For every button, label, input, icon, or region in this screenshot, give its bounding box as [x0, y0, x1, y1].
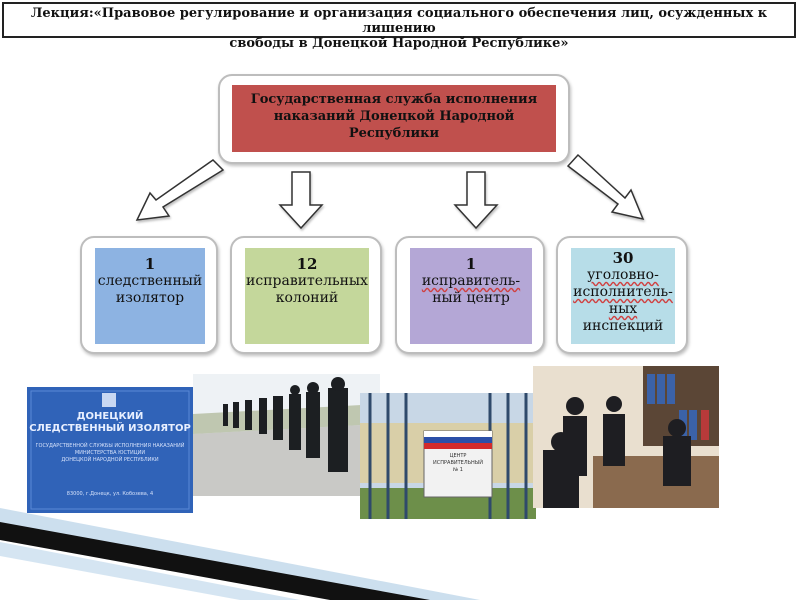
node-correctional-center: 1 исправитель- ный центр: [410, 248, 532, 344]
node-3-number: 1: [465, 255, 477, 273]
node-2-label-line2: колоний: [275, 290, 339, 306]
fence-sign-line1: ЦЕНТР: [449, 453, 467, 459]
arrow-to-node-4: [566, 153, 645, 221]
sign-emblem-layer: [27, 387, 193, 513]
photo-inspection-office: [533, 366, 719, 508]
node-3-label-line1: исправитель-: [421, 273, 521, 289]
node-criminal-inspections: 30 уголовно- исполнитель- ных инспекций: [571, 248, 675, 344]
node-3-label-line2: ный центр: [432, 290, 510, 306]
node-2-frame: 12 исправительных колоний: [230, 236, 382, 354]
fence-illustration: [360, 393, 536, 519]
fence-sign-line2: ИСПРАВИТЕЛЬНЫЙ: [433, 460, 483, 466]
sign-sub1: ГОСУДАРСТВЕННОЙ СЛУЖБЫ ИСПОЛНЕНИЯ НАКАЗА…: [35, 443, 185, 449]
node-4-frame: 30 уголовно- исполнитель- ных инспекций: [556, 236, 688, 354]
sign-heading1: ДОНЕЦКИЙ: [76, 411, 144, 422]
arrow-to-node-2: [278, 171, 324, 230]
node-2-label-line1: исправительных: [246, 273, 368, 289]
arrow-to-node-1: [135, 159, 225, 221]
node-1-label-line1: следственный: [97, 273, 203, 289]
lecture-title: Лекция:«Правовое регулирование и организ…: [2, 2, 796, 51]
top-node-line1: Государственная служба исполнения: [250, 92, 538, 107]
node-detention-center: 1 следственный изолятор: [95, 248, 205, 344]
lecture-title-line2: свободы в Донецкой Народной Республике»: [229, 36, 569, 51]
fence-sign-line3: № 1: [453, 467, 463, 473]
node-1-label-line2: изолятор: [115, 290, 185, 306]
office-illustration: [533, 366, 719, 508]
node-2-number: 12: [296, 255, 318, 273]
arrow-to-node-3: [453, 171, 499, 230]
node-4-label-line1: уголовно-: [587, 267, 659, 283]
node-3-frame: 1 исправитель- ный центр: [395, 236, 545, 354]
sign-address: 83000, г.Донецк, ул. Кобозева, 4: [66, 491, 154, 497]
emblem-icon: [102, 393, 116, 407]
node-4-label-line2: исполнитель-: [573, 284, 673, 300]
top-node: Государственная служба исполнения наказа…: [232, 85, 556, 152]
photo-correctional-center-fence: ЦЕНТР ИСПРАВИТЕЛЬНЫЙ № 1: [360, 393, 536, 519]
sign-sub2: МИНИСТЕРСТВА ЮСТИЦИИ: [74, 450, 146, 456]
decorative-stripes: [0, 508, 480, 600]
guards-illustration: [193, 374, 380, 496]
sign-heading2: СЛЕДСТВЕННЫЙ ИЗОЛЯТОР: [29, 423, 191, 434]
sign-sub3: ДОНЕЦКОЙ НАРОДНОЙ РЕСПУБЛИКИ: [61, 457, 159, 463]
top-node-line3: Республики: [348, 126, 440, 141]
node-correctional-colonies: 12 исправительных колоний: [245, 248, 369, 344]
node-4-number: 30: [612, 249, 634, 267]
node-4-label-line3: ных: [608, 301, 638, 317]
photo-guards-marching: [193, 374, 380, 496]
node-1-number: 1: [144, 255, 156, 273]
lecture-title-line1: Лекция:«Правовое регулирование и организ…: [30, 6, 768, 36]
photo-detention-center-sign: ДОНЕЦКИЙ СЛЕДСТВЕННЫЙ ИЗОЛЯТОР ГОСУДАРСТ…: [27, 387, 193, 513]
node-1-frame: 1 следственный изолятор: [80, 236, 218, 354]
top-node-line2: наказаний Донецкой Народной: [273, 109, 515, 124]
top-node-frame: Государственная служба исполнения наказа…: [218, 74, 570, 164]
node-4-label-line4: инспекций: [582, 318, 664, 334]
